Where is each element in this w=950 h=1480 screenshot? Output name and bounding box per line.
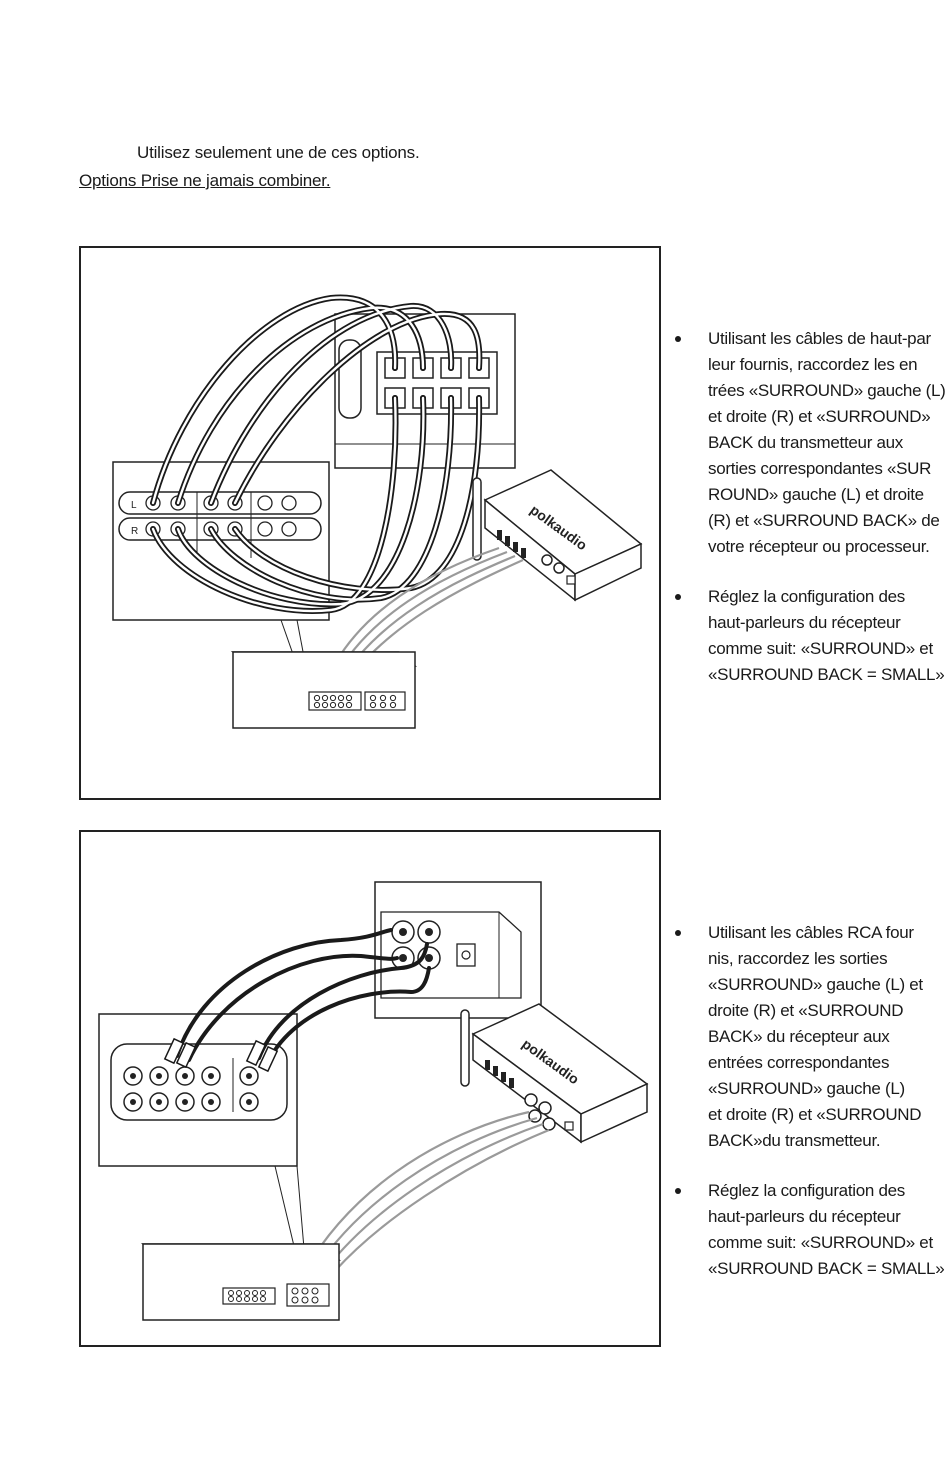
- text-line: BACK» du récepteur aux: [708, 1027, 890, 1046]
- receiver-unit: [141, 1243, 341, 1321]
- speaker-wire-diagram: L R: [79, 246, 661, 800]
- warning-line: Options Prise ne jamais combiner.: [79, 171, 331, 190]
- bullet-dot: [675, 336, 681, 342]
- text-line: «SURROUND BACK = SMALL»: [708, 665, 945, 684]
- text-line: ROUND» gauche (L) et droite: [708, 485, 924, 504]
- text-line: comme suit: «SURROUND» et: [708, 639, 933, 658]
- text-line: et droite (R) et «SURROUND: [708, 1105, 922, 1124]
- bullet-dot: [675, 594, 681, 600]
- rca-cable-diagram: polkaudio: [79, 830, 661, 1347]
- text-line: haut-parleurs du récepteur: [708, 1207, 901, 1226]
- rca-cable-instructions: Utilisant les câbles RCA four nis, racco…: [672, 920, 948, 1306]
- instruction-line: Utilisez seulement une de ces options.: [137, 143, 420, 162]
- text-line: «SURROUND» gauche (L) et: [708, 975, 923, 994]
- text-line: trées «SURROUND» gauche (L): [708, 381, 946, 400]
- transmitter-unit: polkaudio: [460, 1003, 649, 1144]
- speaker-wires: [150, 294, 483, 614]
- rca-plugs: [163, 1037, 279, 1073]
- speaker-wire-illustration: L R: [112, 294, 643, 729]
- transmitter-unit: polkaudio: [472, 469, 643, 602]
- text-line: droite (R) et «SURROUND: [708, 1001, 904, 1020]
- speaker-wire-instructions: Utilisant les câbles de haut-par leur fo…: [672, 326, 948, 712]
- rca-cable-illustration: polkaudio: [98, 881, 649, 1321]
- receiver-unit: [230, 651, 417, 729]
- text-line: «SURROUND» gauche (L): [708, 1079, 905, 1098]
- bullet-dot: [675, 1188, 681, 1194]
- text-line: votre récepteur ou processeur.: [708, 537, 930, 556]
- text-line: BACK»du transmetteur.: [708, 1131, 881, 1150]
- text-line: et droite (R) et «SURROUND»: [708, 407, 931, 426]
- text-line: Utilisant les câbles RCA four: [708, 923, 914, 942]
- receiver-jack-panel: [98, 1013, 308, 1285]
- list-item: Réglez la configuration des haut-parleur…: [672, 1178, 948, 1282]
- text-line: (R) et «SURROUND BACK» de: [708, 511, 940, 530]
- jack-label-left: L: [131, 500, 137, 511]
- list-item: Utilisant les câbles de haut-par leur fo…: [672, 326, 948, 560]
- transmitter-jack-panel: [374, 881, 542, 1019]
- rca-cables: [175, 928, 431, 1066]
- text-line: nis, raccordez les sorties: [708, 949, 888, 968]
- text-line: Réglez la configuration des: [708, 587, 905, 606]
- text-line: haut-parleurs du récepteur: [708, 613, 901, 632]
- jack-label-right: R: [131, 526, 138, 537]
- text-line: Réglez la configuration des: [708, 1181, 905, 1200]
- bullet-dot: [675, 930, 681, 936]
- text-line: comme suit: «SURROUND» et: [708, 1233, 933, 1252]
- text-line: Utilisant les câbles de haut-par: [708, 329, 931, 348]
- text-line: entrées correspondantes: [708, 1053, 890, 1072]
- list-item: Réglez la configuration des haut-parleur…: [672, 584, 948, 688]
- list-item: Utilisant les câbles RCA four nis, racco…: [672, 920, 948, 1154]
- text-line: BACK du transmetteur aux: [708, 433, 904, 452]
- text-line: sorties correspondantes «SUR: [708, 459, 932, 478]
- text-line: leur fournis, raccordez les en: [708, 355, 918, 374]
- text-line: «SURROUND BACK = SMALL»: [708, 1259, 945, 1278]
